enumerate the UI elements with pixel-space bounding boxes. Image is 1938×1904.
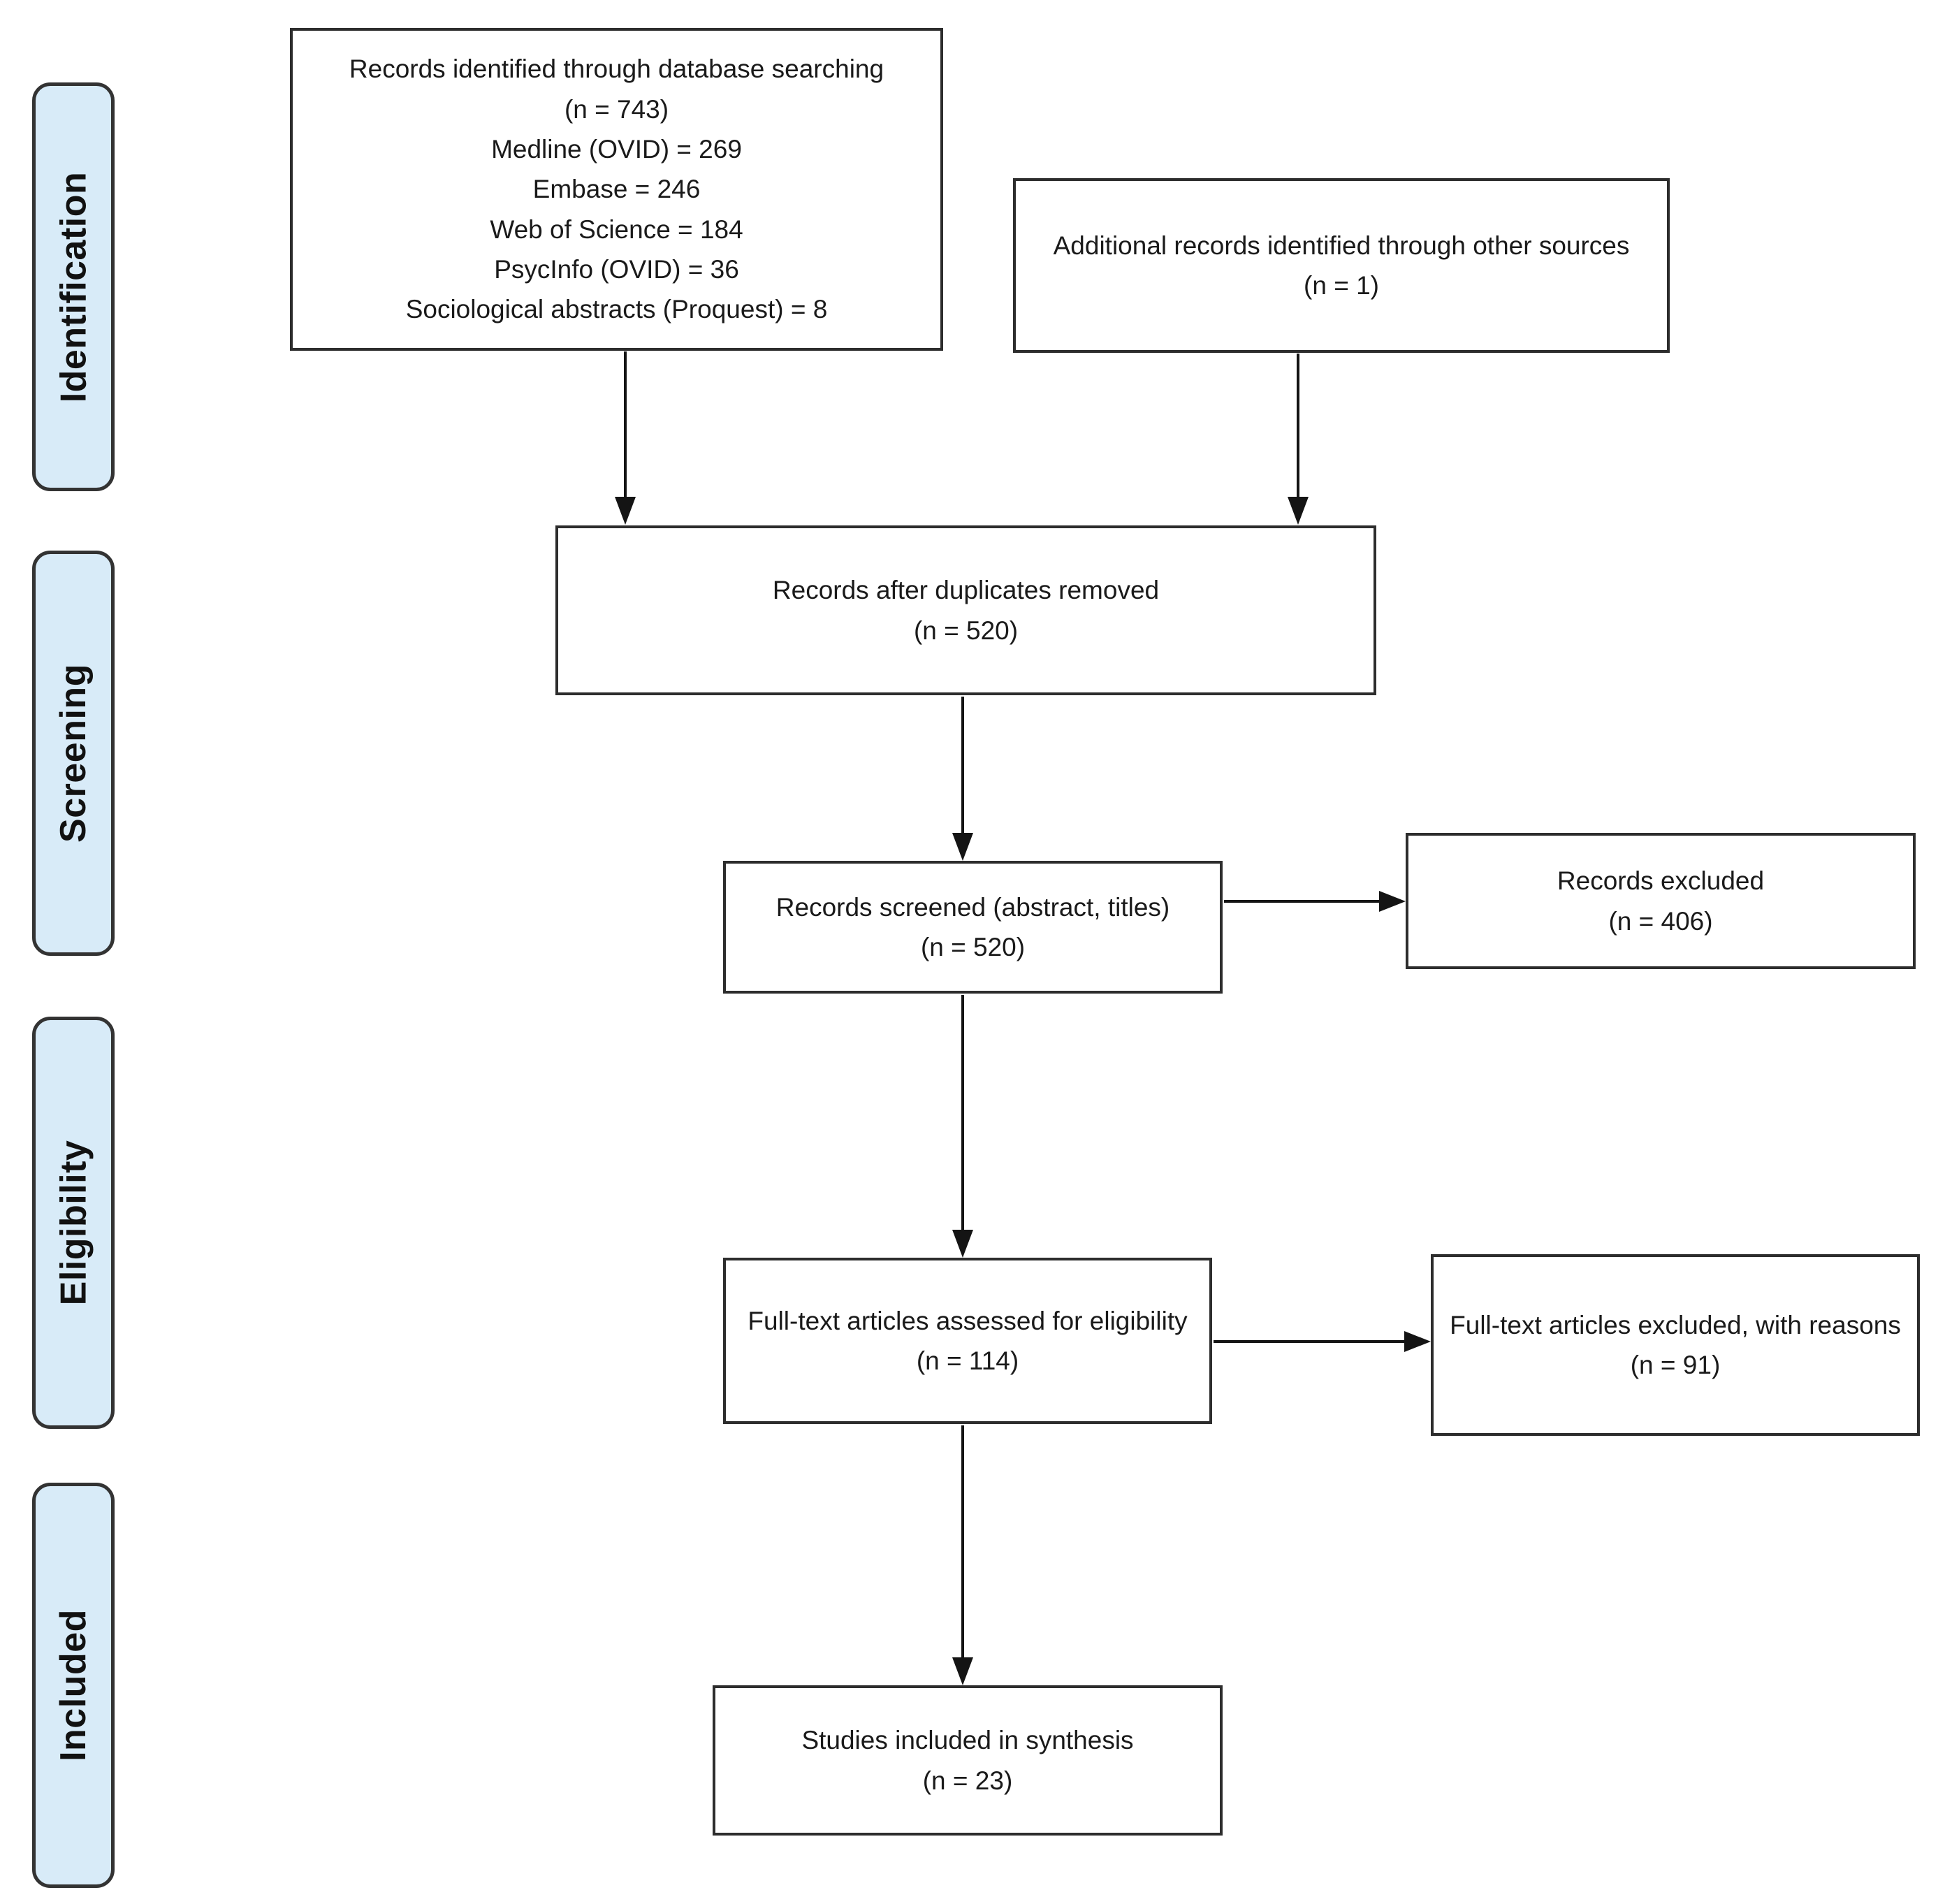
box-text: Full-text articles assessed for eligibil… — [748, 1306, 1188, 1335]
box-studies-included: Studies included in synthesis (n = 23) — [713, 1685, 1223, 1836]
arrow-fulltext-to-included-head — [952, 1657, 973, 1685]
stage-identification: Identification — [32, 82, 115, 491]
box-records-excluded: Records excluded (n = 406) — [1406, 833, 1916, 969]
box-text: Records screened (abstract, titles) — [775, 892, 1170, 922]
arrow-other-to-dedup-line — [1297, 354, 1299, 497]
box-records-identified-db: Records identified through database sear… — [290, 28, 943, 351]
arrow-other-to-dedup-head — [1288, 497, 1309, 525]
box-count: (n = 23) — [922, 1766, 1013, 1795]
box-detail: Medline (OVID) = 269 — [491, 134, 742, 163]
box-count: (n = 520) — [920, 933, 1026, 961]
stage-label-eligibility: Eligibility — [53, 1140, 94, 1306]
box-records-screened: Records screened (abstract, titles) (n =… — [723, 861, 1223, 994]
arrow-db-to-dedup-line — [624, 351, 627, 497]
box-count: (n = 406) — [1608, 906, 1713, 936]
stage-included: Included — [32, 1483, 115, 1888]
box-count: (n = 743) — [564, 94, 669, 124]
stage-eligibility: Eligibility — [32, 1017, 115, 1429]
arrow-fulltext-to-included-line — [961, 1425, 964, 1659]
stage-label-screening: Screening — [53, 664, 94, 843]
box-fulltext-excluded: Full-text articles excluded, with reason… — [1431, 1254, 1920, 1436]
box-additional-records: Additional records identified through ot… — [1013, 178, 1670, 353]
box-count: (n = 1) — [1304, 271, 1379, 300]
box-text: Records excluded — [1557, 866, 1765, 896]
arrow-db-to-dedup-head — [615, 497, 636, 525]
arrow-dedup-to-screened-head — [952, 833, 973, 861]
arrow-dedup-to-screened-line — [961, 697, 964, 834]
stage-label-included: Included — [53, 1609, 94, 1761]
stage-screening: Screening — [32, 551, 115, 956]
arrow-screened-to-fulltext-head — [952, 1230, 973, 1258]
box-text: Studies included in synthesis — [801, 1726, 1134, 1755]
box-fulltext-assessed: Full-text articles assessed for eligibil… — [723, 1258, 1212, 1424]
box-text: Records after duplicates removed — [772, 576, 1160, 605]
box-detail: Sociological abstracts (Proquest) = 8 — [405, 295, 828, 324]
box-detail: Web of Science = 184 — [490, 215, 743, 244]
box-count: (n = 114) — [916, 1346, 1019, 1375]
stage-label-identification: Identification — [53, 171, 94, 402]
box-count: (n = 520) — [913, 616, 1019, 645]
box-after-duplicates: Records after duplicates removed (n = 52… — [555, 525, 1376, 695]
box-count: (n = 91) — [1630, 1351, 1721, 1379]
box-text: Full-text articles excluded, with reason… — [1450, 1310, 1901, 1339]
box-detail: PsycInfo (OVID) = 36 — [494, 255, 739, 284]
box-text: Additional records identified through ot… — [1053, 231, 1630, 260]
arrow-screened-to-excluded-line — [1224, 900, 1381, 903]
arrow-screened-to-excluded-head — [1379, 891, 1406, 912]
box-detail: Embase = 246 — [532, 175, 701, 204]
arrow-fulltext-to-excluded-line — [1214, 1340, 1406, 1343]
arrow-fulltext-to-excluded-head — [1404, 1331, 1431, 1352]
arrow-screened-to-fulltext-line — [961, 995, 964, 1231]
box-text: Records identified through database sear… — [349, 54, 884, 84]
